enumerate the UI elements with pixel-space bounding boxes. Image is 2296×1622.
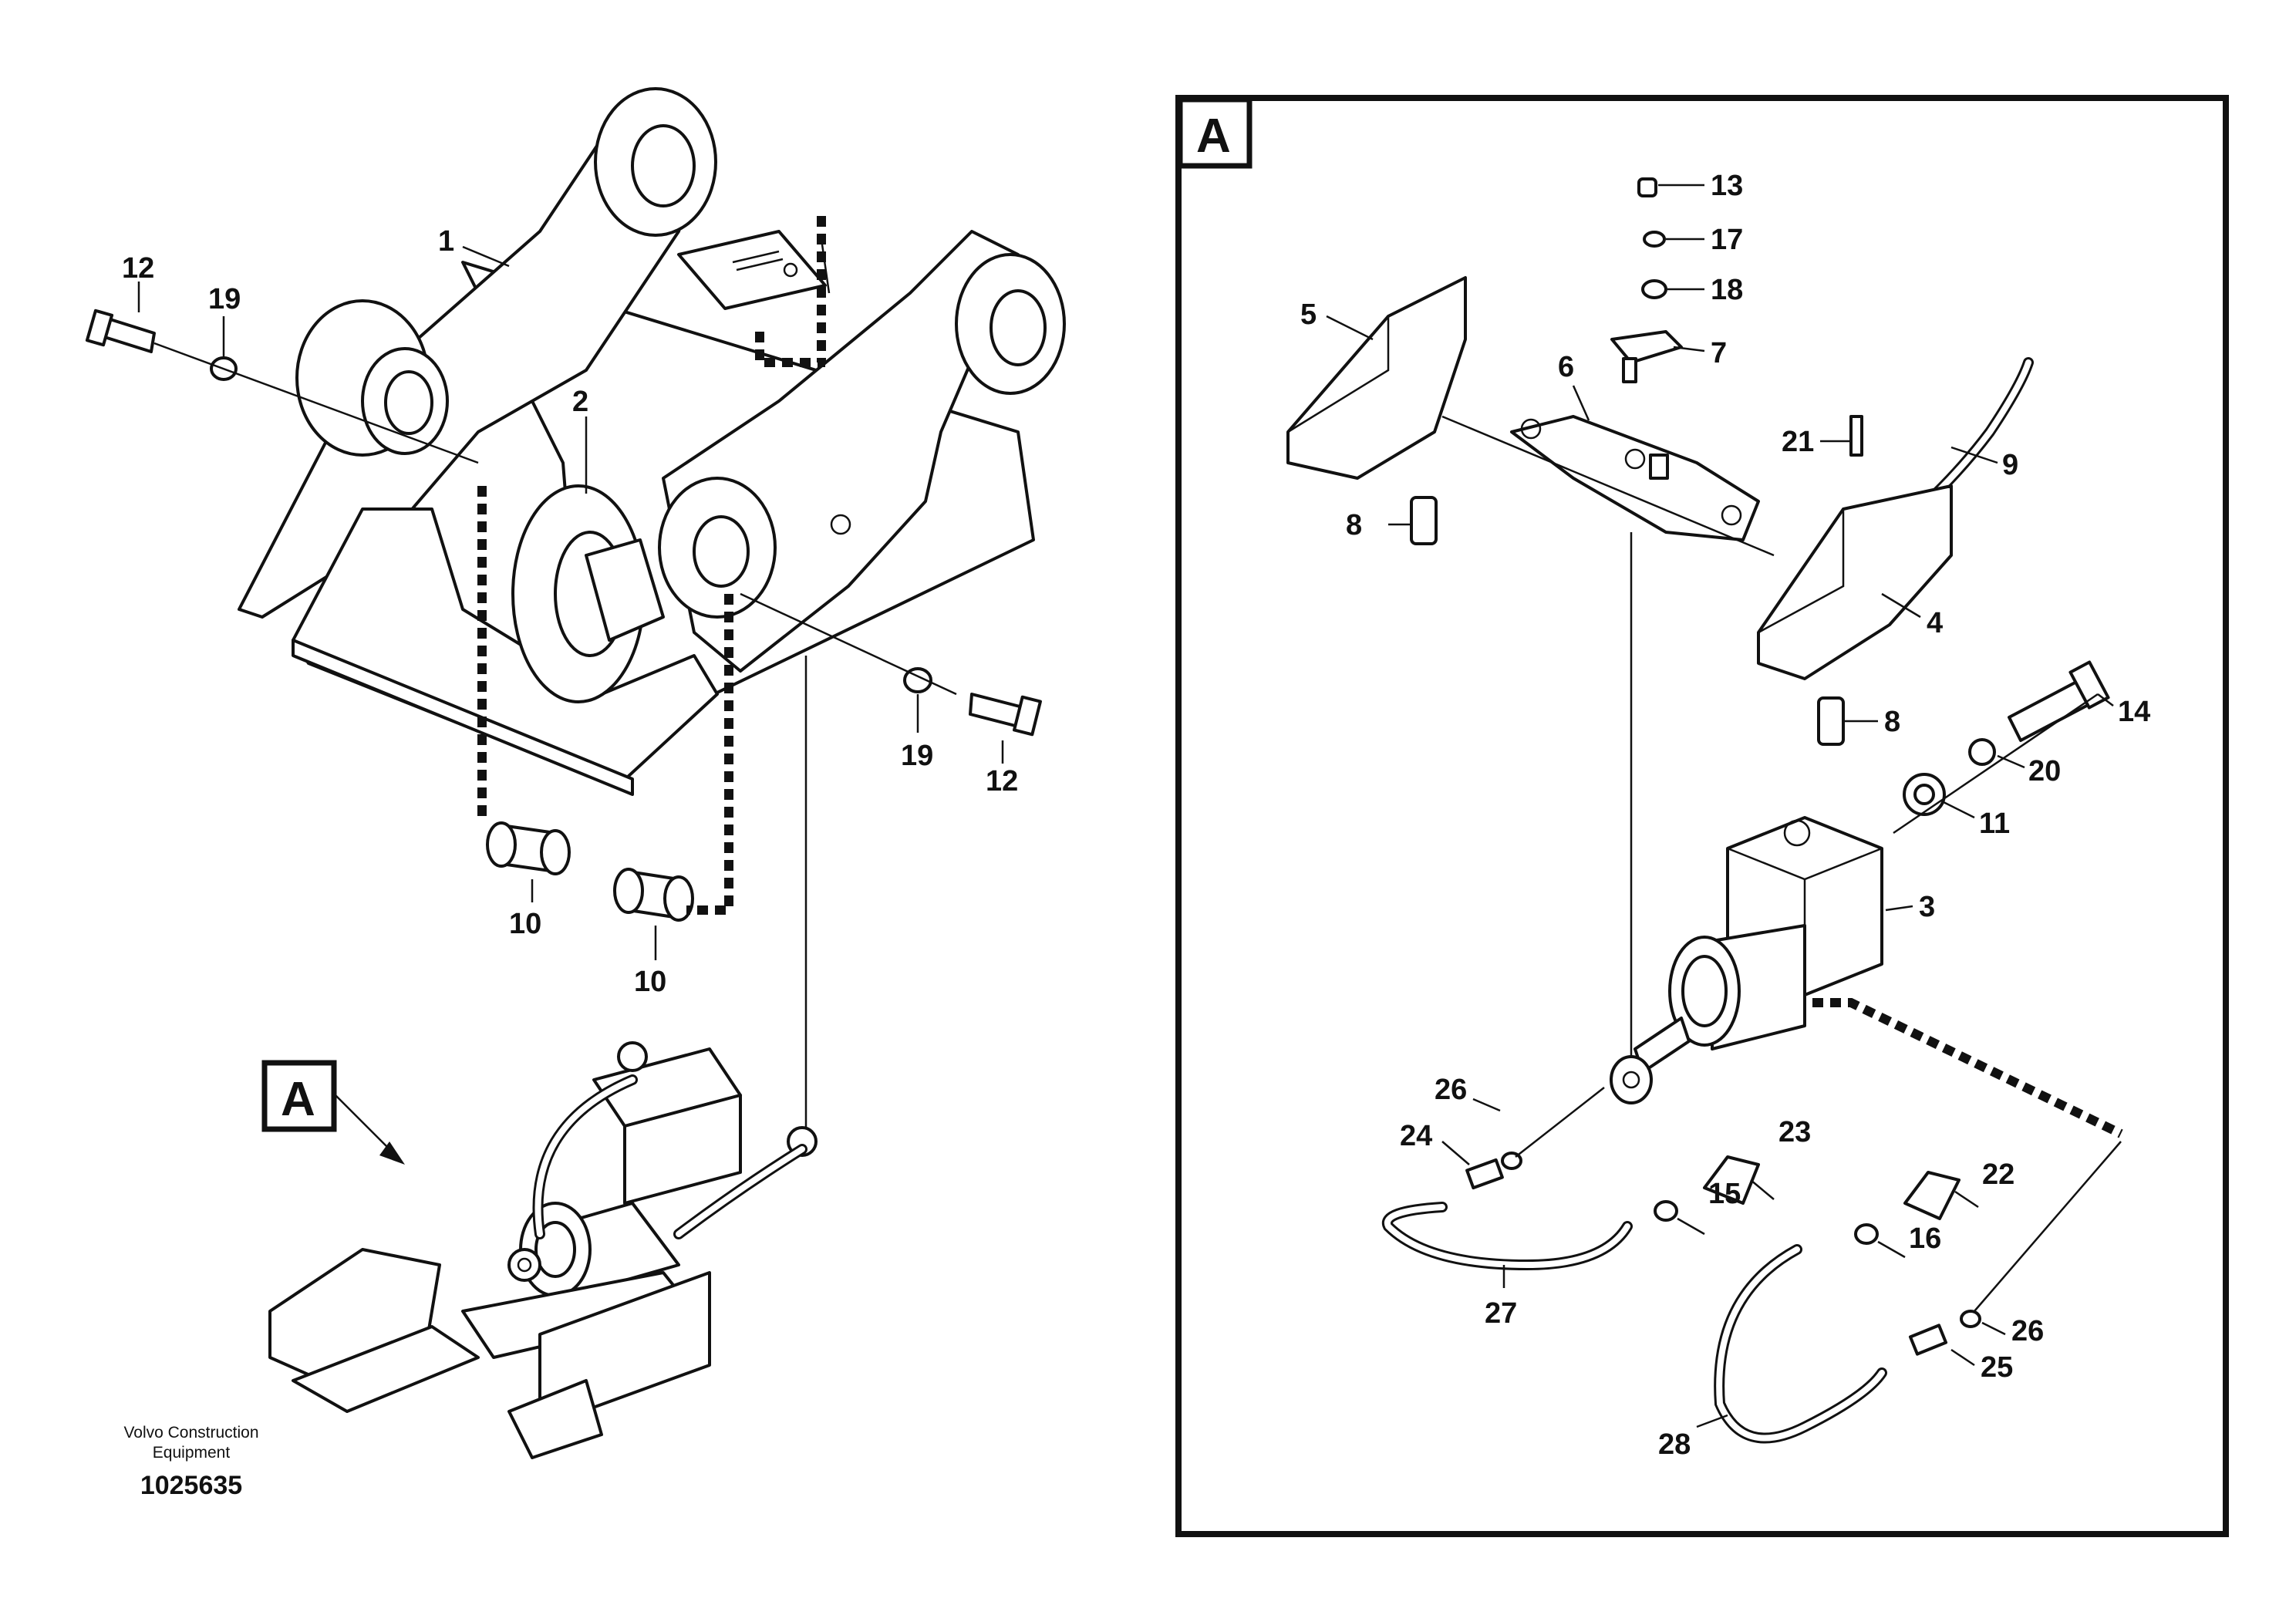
callout-26-left: 26 (1435, 1074, 1467, 1106)
callout-14: 14 (2118, 696, 2150, 728)
callout-13: 13 (1711, 170, 1743, 202)
callout-27: 27 (1485, 1297, 1517, 1330)
callout-3: 3 (1919, 891, 1935, 923)
callout-7: 7 (1711, 337, 1727, 369)
detail-badge-left (261, 1060, 337, 1132)
callout-16: 16 (1909, 1222, 1941, 1255)
callout-6: 6 (1558, 351, 1574, 383)
callout-4: 4 (1927, 607, 1943, 639)
drawing-number: 1025635 (140, 1471, 242, 1500)
callout-21: 21 (1782, 426, 1814, 458)
callout-17: 17 (1711, 224, 1743, 256)
callout-12-left: 12 (122, 252, 154, 285)
callout-10-left: 10 (509, 908, 541, 940)
callout-26-right: 26 (2011, 1315, 2044, 1347)
callout-8-right: 8 (1884, 706, 1900, 738)
callout-22: 22 (1982, 1158, 2014, 1191)
detail-badge-right-label: A (1196, 110, 1231, 163)
footer: Volvo Construction Equipment 1025635 (123, 1424, 258, 1500)
callout-28: 28 (1658, 1428, 1691, 1461)
callout-20: 20 (2028, 755, 2061, 787)
footer-line2: Equipment (153, 1444, 231, 1462)
callout-9: 9 (2002, 449, 2018, 481)
callout-11: 11 (1979, 808, 2010, 840)
detail-a-parts: 13 17 18 7 5 6 21 9 8 4 8 14 20 11 3 26 … (1286, 170, 2150, 1461)
callout-25: 25 (1981, 1351, 2013, 1384)
callout-5: 5 (1300, 298, 1317, 331)
callout-19-left: 19 (208, 283, 241, 315)
callout-15: 15 (1708, 1178, 1741, 1210)
callout-10-right: 10 (634, 966, 666, 998)
callout-2: 2 (572, 386, 588, 418)
quick-coupler-assembly: 1 2 12 19 10 10 19 12 A (85, 87, 1066, 1459)
callout-23: 23 (1778, 1116, 1811, 1148)
callout-24: 24 (1400, 1120, 1432, 1152)
callout-8-left: 8 (1346, 509, 1362, 541)
callout-18: 18 (1711, 274, 1743, 306)
callout-19-right: 19 (901, 740, 933, 772)
footer-line1: Volvo Construction (123, 1424, 258, 1442)
callout-1: 1 (438, 225, 454, 258)
callout-12-right: 12 (986, 765, 1018, 798)
detail-a-frame: A (1175, 95, 2229, 1537)
detail-badge-left-label: A (281, 1073, 315, 1126)
detail-badge-right (1177, 96, 1253, 169)
